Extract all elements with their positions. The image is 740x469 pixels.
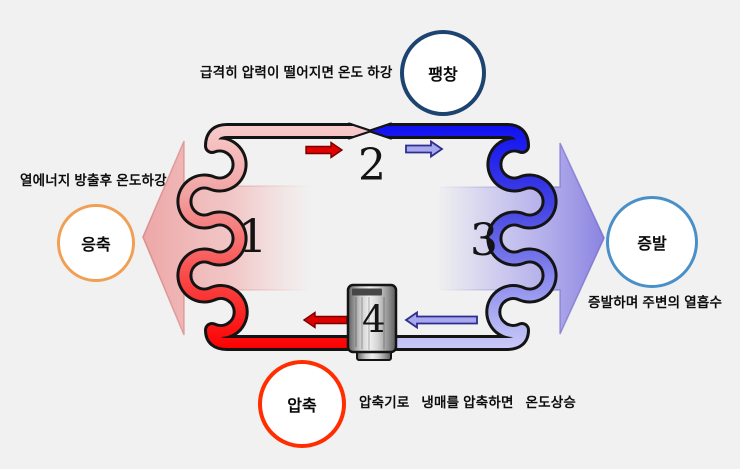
heat-absorb-arrow bbox=[439, 142, 605, 335]
stage-label-compression: 압축 bbox=[287, 398, 317, 415]
compressor bbox=[346, 283, 398, 361]
flow-arrow-cold-bottom bbox=[404, 310, 478, 330]
stage-label-evaporation: 증발 bbox=[637, 236, 667, 253]
expansion-note: 급격히 압력이 떨어지면 온도 하강 bbox=[200, 65, 393, 80]
step-number-1: 1 bbox=[238, 209, 268, 263]
stage-circle-evaporation: 증발 bbox=[606, 196, 698, 288]
stage-circle-expansion: 팽창 bbox=[400, 30, 486, 116]
step-number-3: 3 bbox=[470, 215, 498, 266]
step-number-2: 2 bbox=[358, 140, 386, 191]
evaporation-note: 증발하며 주변의 열흡수 bbox=[588, 295, 723, 310]
stage-label-condensation: 응축 bbox=[81, 237, 111, 254]
stage-label-expansion: 팽창 bbox=[428, 67, 458, 84]
compression-note: 압축기로 냉매를 압축하면 온도상승 bbox=[359, 395, 576, 410]
compressor-ribs bbox=[355, 297, 385, 350]
heat-release-arrow bbox=[142, 140, 313, 336]
hot-pipe bbox=[179, 126, 371, 348]
stage-circle-compression: 압축 bbox=[258, 360, 346, 448]
compressor-body bbox=[346, 283, 398, 354]
flow-arrow-hot-bottom bbox=[302, 311, 348, 329]
condensation-note: 열에너지 방출후 온도하강 bbox=[20, 173, 167, 188]
stage-circle-condensation: 응축 bbox=[57, 204, 135, 282]
flow-arrow-hot-top bbox=[305, 141, 344, 159]
step-number-4: 4 bbox=[362, 298, 386, 341]
cold-pipe bbox=[369, 126, 555, 348]
flow-arrow-cold-top bbox=[405, 139, 444, 159]
expansion-valve bbox=[347, 121, 393, 141]
compressor-cap bbox=[352, 288, 382, 296]
